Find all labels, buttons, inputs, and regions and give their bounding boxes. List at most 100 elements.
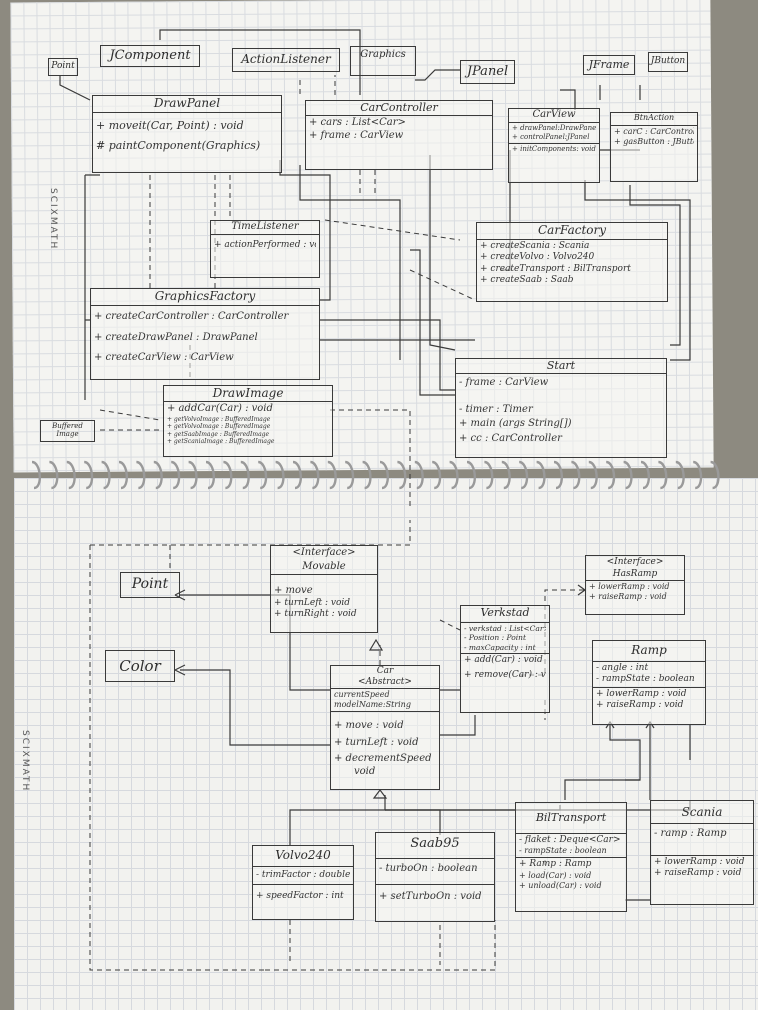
drawimage-class: DrawImage + addCar(Car) : void + getVolv…	[163, 385, 333, 457]
spiral-ring	[588, 460, 598, 490]
drawimage-title: DrawImage	[164, 386, 332, 402]
movable-ops: + move + turnLeft : void + turnRight : v…	[271, 575, 377, 621]
spiral-ring	[101, 460, 111, 490]
spiral-ring	[640, 460, 650, 490]
spiral-ring	[536, 460, 546, 490]
jcomponent-box: JComponent	[100, 45, 200, 67]
start-field: - timer : Timer	[459, 403, 533, 415]
carfactory-class: CarFactory + createScania : Scania + cre…	[476, 222, 668, 302]
color-box: Color	[105, 650, 175, 682]
biltransport-field: - flaket : Deque<Car>	[519, 835, 621, 845]
spiral-ring	[83, 460, 94, 490]
biltransport-op: + load(Car) : void	[519, 870, 592, 880]
spiral-ring	[31, 460, 41, 490]
carcontroller-field: + frame : CarView	[309, 129, 404, 141]
spiral-ring	[344, 460, 355, 490]
spiral-ring	[66, 460, 76, 490]
movable-header: <Interface> Movable	[271, 546, 377, 575]
ramp-field: - rampState : boolean	[596, 674, 695, 685]
spiral-ring	[310, 460, 320, 490]
carfactory-op: + createVolvo : Volvo240	[480, 252, 595, 263]
car-op: void	[354, 765, 376, 777]
carcontroller-field: + cars : List<Car>	[309, 117, 406, 128]
movable-interface: <Interface> Movable + move + turnLeft : …	[270, 545, 378, 633]
hasramp-interface: <Interface> HasRamp + lowerRamp : void +…	[585, 555, 685, 615]
carfactory-ops: + createScania : Scania + createVolvo : …	[477, 240, 667, 287]
spiral-ring	[188, 460, 198, 490]
biltransport-fields: - flaket : Deque<Car> - rampState : bool…	[516, 834, 626, 859]
scania-op: + raiseRamp : void	[654, 867, 742, 878]
verkstad-title: Verkstad	[461, 606, 549, 623]
timelistener-title: TimeListener	[211, 221, 319, 235]
car-class: Car <Abstract> currentSpeed modelName:St…	[330, 665, 440, 790]
verkstad-class: Verkstad - verkstad : List<Car> - Positi…	[460, 605, 550, 713]
carview-class: CarView + drawPanel:DrawPanel + controlP…	[508, 108, 600, 183]
jbutton-box: JButton	[648, 52, 688, 72]
car-header: Car <Abstract>	[331, 666, 439, 689]
start-field: + main (args String[])	[459, 418, 572, 429]
drawpanel-title: DrawPanel	[93, 96, 281, 113]
jcomponent-label: JComponent	[109, 48, 191, 63]
ramp-ops: + lowerRamp : void + raiseRamp : void	[593, 688, 705, 713]
spiral-ring	[362, 460, 372, 490]
timelistener-op: + actionPerformed : void	[214, 240, 316, 250]
graphicsfactory-class: GraphicsFactory + createCarController : …	[90, 288, 320, 380]
actionlistener-box: ActionListener	[232, 48, 340, 72]
verkstad-op: + remove(Car) : void	[464, 670, 546, 681]
verkstad-field: - verkstad : List<Car>	[464, 624, 546, 633]
scania-field: - ramp : Ramp	[654, 828, 727, 839]
spiral-ring	[170, 460, 181, 490]
car-stereotype: <Abstract>	[358, 677, 412, 687]
spiral-ring	[397, 460, 407, 490]
start-field: + cc : CarController	[459, 432, 562, 444]
point-label: Point	[131, 576, 169, 592]
spiral-ring	[240, 460, 250, 490]
movable-stereotype: <Interface>	[292, 547, 356, 558]
spiral-ring	[257, 460, 268, 490]
spiral-ring	[692, 460, 703, 490]
graphicsfactory-op: + createDrawPanel : DrawPanel	[94, 331, 258, 343]
spiral-ring	[518, 460, 529, 490]
hasramp-op: + raiseRamp : void	[589, 592, 667, 601]
drawimage-op: + getVolvoImage : BufferedImage	[167, 423, 271, 430]
scania-title: Scania	[651, 801, 753, 824]
saab95-field: - turboOn : boolean	[379, 863, 478, 874]
spiral-ring	[414, 460, 424, 490]
graphics-box: Graphics	[350, 46, 416, 76]
spiral-ring	[223, 460, 233, 490]
graphics-label: Graphics	[360, 49, 406, 60]
btnaction-title: BtnAction	[611, 113, 697, 126]
color-label: Color	[119, 657, 161, 675]
car-op: + turnLeft : void	[334, 736, 419, 748]
verkstad-op: + add(Car) : void	[464, 655, 543, 666]
volvo240-title: Volvo240	[253, 846, 353, 867]
bufferedimage-label: Buffered Image	[52, 422, 83, 439]
hasramp-op: + lowerRamp : void	[589, 582, 670, 591]
hasramp-ops: + lowerRamp : void + raiseRamp : void	[586, 581, 684, 603]
saab95-title: Saab95	[376, 833, 494, 859]
scania-fields: - ramp : Ramp	[651, 824, 753, 856]
ramp-op: + lowerRamp : void	[596, 688, 687, 699]
spiral-ring	[292, 460, 302, 490]
start-class: Start - frame : CarView - timer : Timer …	[455, 358, 667, 458]
volvo240-op: + speedFactor : int	[256, 891, 344, 902]
carview-title: CarView	[509, 109, 599, 123]
spiral-ring	[484, 460, 494, 490]
spiral-ring	[275, 460, 285, 490]
carcontroller-fields: + cars : List<Car> + frame : CarView	[306, 116, 492, 143]
timelistener-class: TimeListener + actionPerformed : void	[210, 220, 320, 278]
jbutton-label: JButton	[650, 56, 686, 66]
point-label-top: Point	[51, 61, 75, 71]
hasramp-stereotype: <Interface>	[606, 557, 664, 567]
spiral-ring	[623, 460, 633, 490]
verkstad-ops: + add(Car) : void + remove(Car) : void	[461, 654, 549, 683]
jframe-label: JFrame	[588, 58, 630, 71]
spiral-ring	[205, 460, 215, 490]
graphicsfactory-op: + createCarController : CarController	[94, 311, 289, 322]
spiral-ring	[49, 460, 59, 490]
saab95-class: Saab95 - turboOn : boolean + setTurboOn …	[375, 832, 495, 922]
ramp-title: Ramp	[593, 641, 705, 662]
btnaction-field: + carC : CarController	[614, 127, 694, 136]
car-ops: + move : void + turnLeft : void + decrem…	[331, 712, 439, 779]
volvo240-class: Volvo240 - trimFactor : double + speedFa…	[252, 845, 354, 920]
